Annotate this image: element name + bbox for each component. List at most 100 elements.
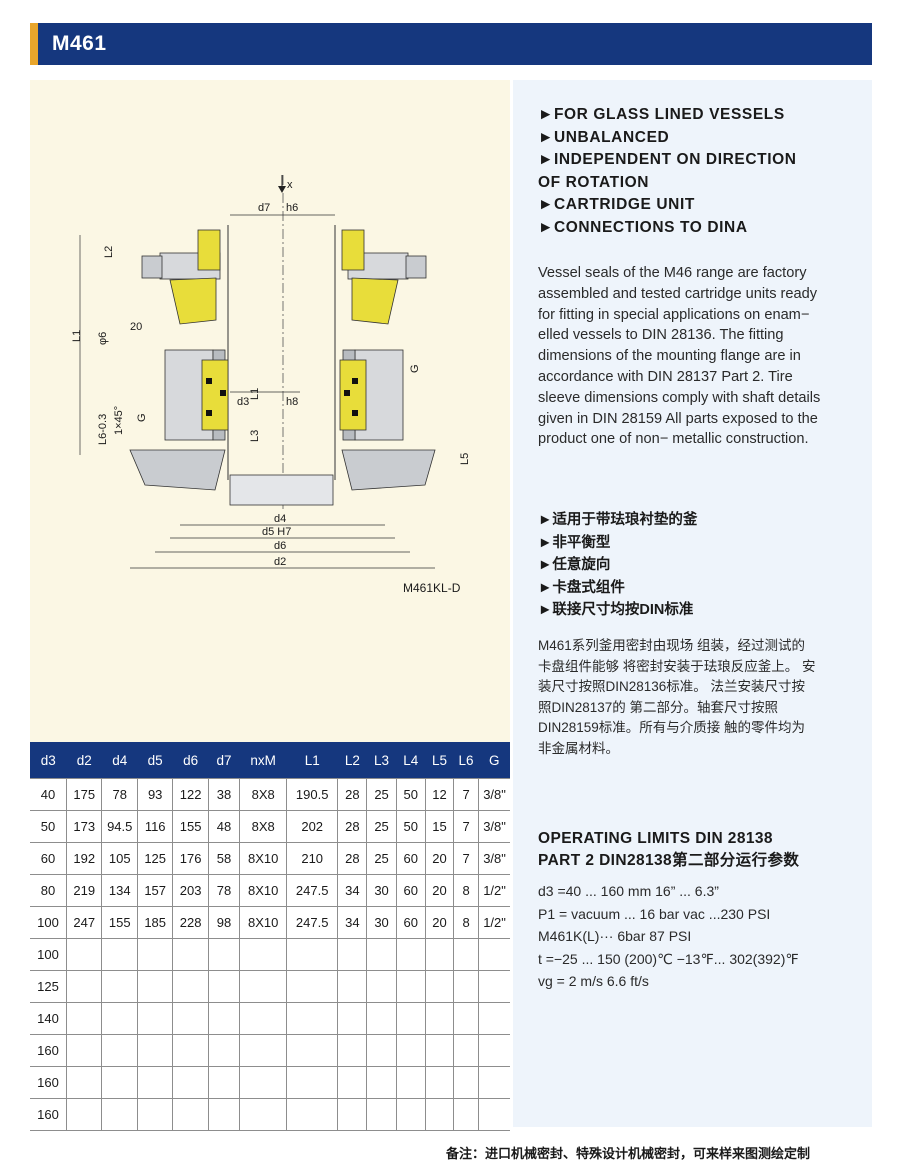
table-cell: 8X10 — [239, 842, 288, 875]
table-header-cell: nxM — [239, 742, 287, 779]
page-header: M461 — [30, 23, 872, 65]
table-cell — [136, 1002, 174, 1035]
table-header-cell: d4 — [101, 742, 138, 779]
table-cell — [453, 970, 480, 1003]
table-cell: 3/8" — [478, 778, 510, 811]
table-cell — [424, 1098, 455, 1131]
table-cell: 25 — [366, 842, 397, 875]
table-cell — [478, 1066, 510, 1099]
label-d6: d6 — [274, 540, 286, 552]
table-cell — [66, 938, 103, 971]
table-cell: 78 — [101, 778, 138, 811]
table-cell — [239, 1002, 288, 1035]
table-cell: 48 — [207, 810, 241, 843]
operating-limits-title-line: PART 2 DIN28138第二部分运行参数 — [538, 852, 800, 869]
description-en-line: Vessel seals of the M46 range are factor… — [538, 265, 807, 281]
table-cell — [424, 938, 455, 971]
table-row: 100 — [30, 938, 510, 971]
table-cell: 8 — [453, 906, 480, 939]
table-cell: 247.5 — [286, 874, 339, 907]
operating-limits-list: d3 =40 ... 160 mm 16” ... 6.3” P1 = vacu… — [538, 880, 868, 993]
operating-limit-line: M461K(L)··· 6bar 87 PSI — [538, 928, 692, 945]
table-header-cell: L2 — [337, 742, 367, 779]
feature-en-item: ►CARTRIDGE UNIT — [538, 196, 695, 213]
label-L1-left: L1 — [71, 330, 83, 342]
table-cell — [101, 1034, 138, 1067]
feature-en-item: ►CONNECTIONS TO DINA — [538, 218, 748, 236]
table-cell: 30 — [366, 874, 397, 907]
table-cell: 50 — [395, 810, 426, 843]
table-cell: 60 — [30, 842, 68, 875]
description-en-line: for fitting in special applications on e… — [538, 306, 810, 323]
table-cell — [172, 970, 209, 1003]
table-cell: 202 — [286, 810, 339, 843]
table-cell — [453, 1098, 480, 1131]
table-cell — [101, 970, 138, 1003]
table-header-cell: L1 — [286, 742, 338, 779]
table-cell — [207, 938, 241, 971]
table-cell: 3/8" — [478, 842, 510, 875]
table-cell: 60 — [395, 906, 426, 939]
label-d3: d3 — [237, 396, 249, 408]
table-cell: 219 — [66, 874, 103, 907]
table-cell: 247 — [66, 906, 103, 939]
table-cell: 93 — [136, 778, 174, 811]
table-cell: 125 — [30, 970, 68, 1003]
operating-limit-line: d3 =40 ... 160 mm 16” ... 6.3” — [538, 883, 719, 899]
table-cell: 20 — [424, 906, 455, 939]
table-cell — [286, 1002, 339, 1035]
feature-cn-item: ►非平衡型 — [538, 534, 611, 551]
table-cell: 100 — [30, 938, 68, 971]
table-cell — [136, 938, 174, 971]
table-cell — [366, 1098, 397, 1131]
table-cell: 192 — [66, 842, 103, 875]
table-cell: 25 — [366, 778, 397, 811]
table-cell — [172, 1002, 209, 1035]
label-d2: d2 — [274, 556, 286, 568]
table-cell — [286, 1066, 339, 1099]
label-d4: d4 — [274, 513, 286, 525]
table-cell: 185 — [136, 906, 174, 939]
table-cell — [207, 1066, 241, 1099]
table-cell: 60 — [395, 874, 426, 907]
table-cell — [239, 1034, 288, 1067]
table-cell — [395, 1002, 426, 1035]
description-cn: M461系列釜用密封由现场 组装，经过测试的 卡盘组件能够 将密封安装于珐琅反应… — [538, 636, 863, 759]
table-cell: 50 — [395, 778, 426, 811]
feature-cn-item: ►联接尺寸均按DIN标准 — [538, 602, 694, 618]
table-cell: 40 — [30, 778, 68, 811]
table-cell: 134 — [101, 874, 138, 907]
table-cell — [366, 1002, 397, 1035]
table-cell — [239, 1098, 288, 1131]
table-cell: 105 — [101, 842, 138, 875]
description-cn-line: DIN28159标准。所有与介质接 触的零件均为 — [538, 720, 806, 735]
label-G-left: G — [136, 413, 148, 422]
table-cell — [136, 1034, 174, 1067]
table-cell — [66, 1066, 103, 1099]
table-cell: 30 — [366, 906, 397, 939]
drawing-panel: x d7 h6 L2 L1 φ6 20 d3 h8 L1 L3 G G L6-0… — [30, 80, 510, 742]
label-L1-inner: L1 — [249, 388, 261, 400]
feature-en-item: ►UNBALANCED — [538, 128, 670, 146]
table-header-cell: G — [478, 742, 510, 779]
table-cell: 8X8 — [239, 778, 288, 811]
table-cell — [366, 1066, 397, 1099]
table-cell — [239, 970, 288, 1003]
table-cell — [101, 1098, 138, 1131]
table-cell: 28 — [337, 810, 368, 843]
table-cell: 173 — [66, 810, 103, 843]
table-cell: 1/2" — [478, 874, 510, 907]
table-cell: 58 — [207, 842, 241, 875]
feature-en-item: ►INDEPENDENT ON DIRECTION — [538, 151, 797, 168]
table-cell — [424, 1034, 455, 1067]
table-cell: 98 — [207, 906, 241, 939]
table-cell: 203 — [172, 874, 209, 907]
table-row: 140 — [30, 1002, 510, 1035]
table-cell — [207, 1034, 241, 1067]
table-cell — [395, 938, 426, 971]
